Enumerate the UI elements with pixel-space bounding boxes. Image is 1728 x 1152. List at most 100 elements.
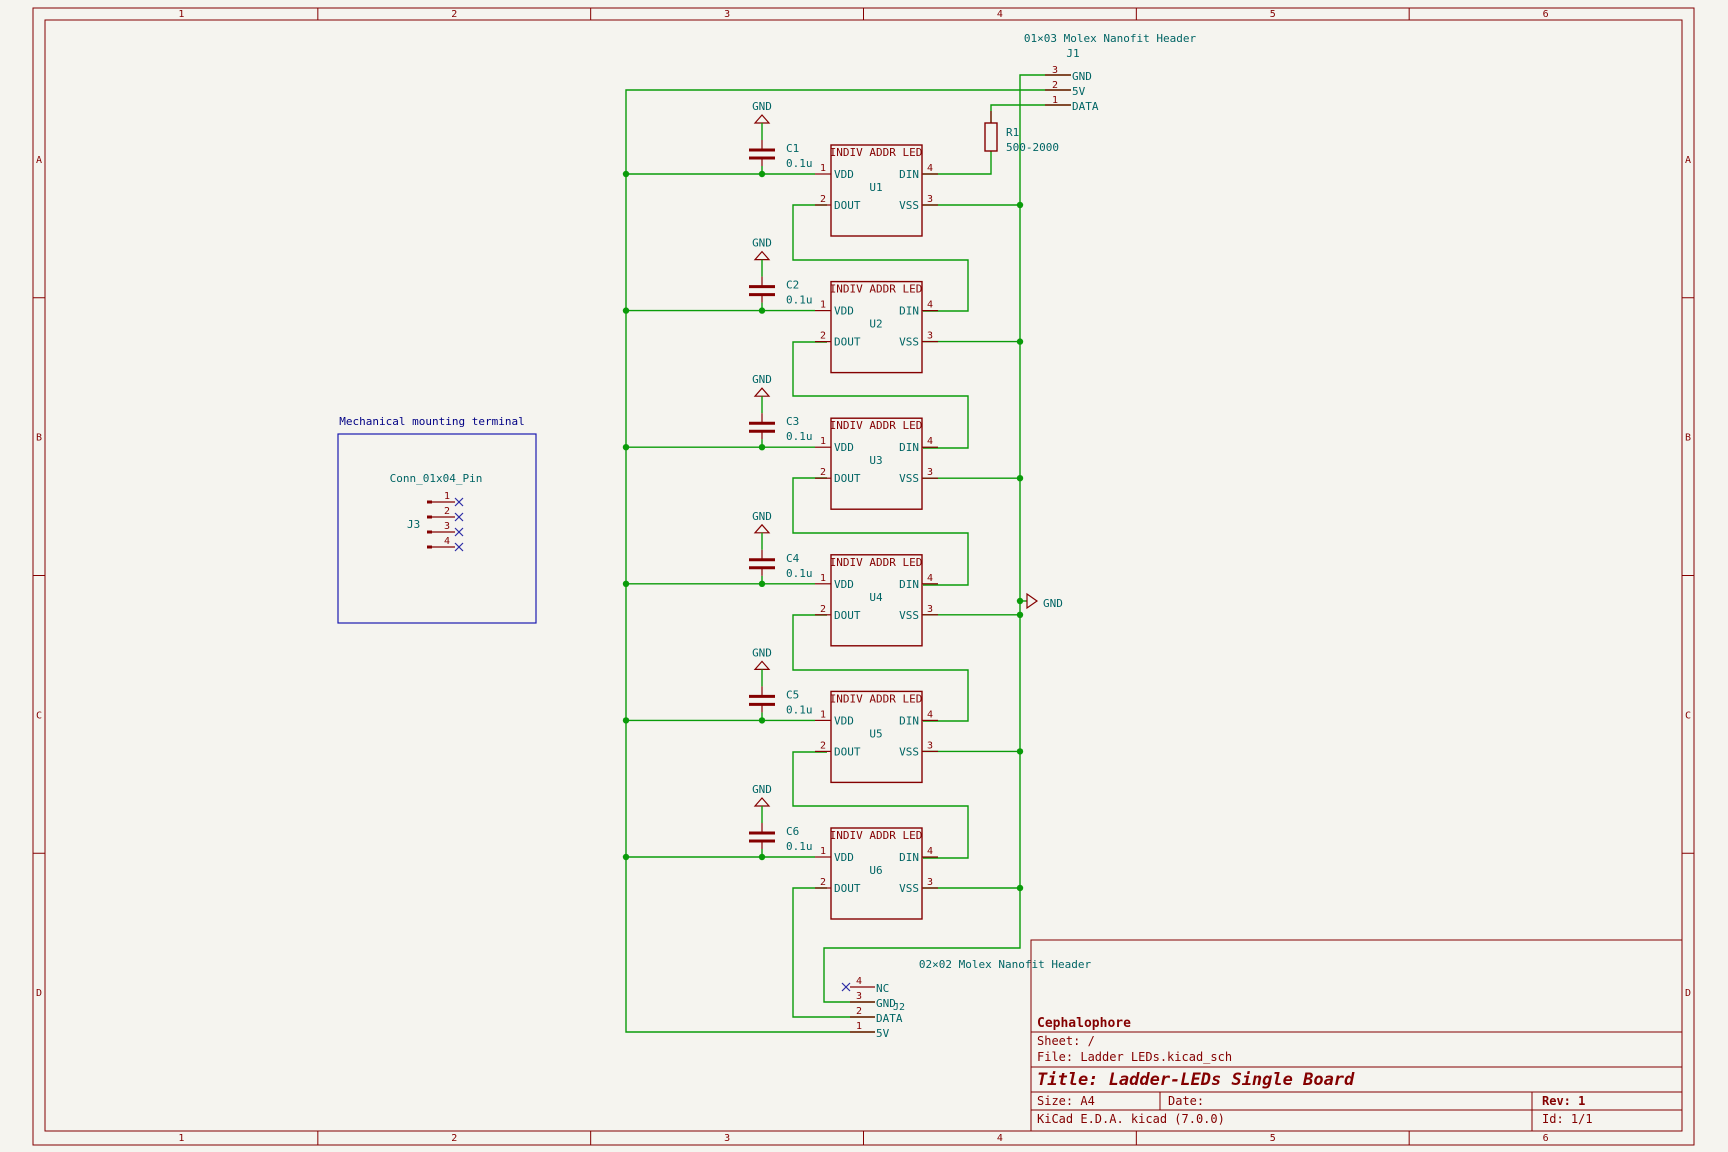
- junction-dot: [622, 170, 630, 178]
- led-title: INDIV ADDR LED: [830, 283, 923, 296]
- cap-value: 0.1u: [786, 294, 813, 307]
- j2-pin-name: GND: [876, 997, 896, 1010]
- r1-value: 500-2000: [1006, 141, 1059, 154]
- j1-ref: J1: [1066, 47, 1079, 60]
- company-name: Cephalophore: [1037, 1016, 1131, 1031]
- frame-row-label-left: A: [36, 155, 42, 166]
- pin-number: 2: [820, 467, 826, 478]
- j3-pin-number: 4: [444, 536, 450, 547]
- pin-number: 3: [927, 194, 933, 205]
- j3-pin-number: 1: [444, 491, 450, 502]
- gnd-label: GND: [752, 373, 772, 386]
- pin-number: 1: [820, 436, 826, 447]
- led-ref: U2: [869, 318, 882, 331]
- pin-number: 4: [927, 300, 933, 311]
- pin-number: 3: [927, 331, 933, 342]
- gnd-label: GND: [752, 646, 772, 659]
- j2-pin-number: 3: [856, 991, 862, 1002]
- capacitor-c3[interactable]: C30.1u: [749, 413, 813, 443]
- pin-name: DIN: [899, 714, 919, 727]
- junction-dot: [758, 170, 766, 178]
- pin-name: VDD: [834, 714, 854, 727]
- pin-name: DOUT: [834, 745, 861, 758]
- cap-value: 0.1u: [786, 157, 813, 170]
- pin-number: 3: [927, 604, 933, 615]
- led-ref: U6: [869, 864, 882, 877]
- pin-name: DOUT: [834, 609, 861, 622]
- junction-dot: [1016, 748, 1024, 755]
- capacitor-c1[interactable]: C10.1u: [749, 140, 813, 170]
- pin-name: VDD: [834, 168, 854, 181]
- pin-name: VSS: [899, 609, 919, 622]
- pin-number: 1: [820, 846, 826, 857]
- pin-number: 1: [820, 709, 826, 720]
- capacitor-c6[interactable]: C60.1u: [749, 823, 813, 853]
- gnd-flag[interactable]: GND: [1026, 592, 1063, 610]
- drawing-frame: [32, 7, 1695, 1146]
- sheet-label: Sheet: /: [1037, 1034, 1095, 1048]
- file-label: File: Ladder LEDs.kicad_sch: [1037, 1050, 1232, 1064]
- capacitor-c2[interactable]: C2 0.1u: [749, 276, 813, 307]
- j1-connector[interactable]: 01×03 Molex Nanofit Header J1 3 2 1 GND …: [1024, 32, 1197, 113]
- junction-dot: [1016, 201, 1024, 209]
- pin-number: 1: [820, 163, 826, 174]
- junction-dots: [622, 170, 1024, 892]
- pin-name: VDD: [834, 851, 854, 864]
- frame-column-label-bottom: 3: [724, 1133, 730, 1144]
- r1-ref: R1: [1006, 126, 1019, 139]
- capacitor-c4[interactable]: C40.1u: [749, 549, 813, 580]
- junction-dot: [622, 853, 630, 861]
- pin-name: DIN: [899, 578, 919, 591]
- pin-number: 1: [820, 300, 826, 311]
- j2-connector[interactable]: 02×02 Molex Nanofit Header J2 4NC3GND2DA…: [841, 958, 1091, 1040]
- frame-column-label-bottom: 1: [178, 1133, 184, 1144]
- gnd-power-symbol: GND: [752, 373, 772, 414]
- led-title: INDIV ADDR LED: [830, 419, 923, 432]
- pin-name: DIN: [899, 305, 919, 318]
- title-label: Title: Ladder-LEDs Single Board: [1037, 1070, 1355, 1090]
- j2-pin-name: 5V: [876, 1027, 890, 1040]
- j1-value: 01×03 Molex Nanofit Header: [1024, 32, 1197, 45]
- frame-row-label-left: C: [36, 710, 42, 721]
- cap-value: 0.1u: [786, 840, 813, 853]
- j3-pin-number: 3: [444, 521, 450, 532]
- cap-ref: C2: [786, 279, 799, 292]
- capacitor-c5[interactable]: C50.1u: [749, 686, 813, 716]
- mounting-terminal-group[interactable]: Mechanical mounting terminal Conn_01x04_…: [337, 415, 537, 624]
- pin-name: DOUT: [834, 882, 861, 895]
- j3-ref: J3: [407, 518, 420, 531]
- gnd-label: GND: [752, 237, 772, 250]
- pin-name: VSS: [899, 199, 919, 212]
- j1-pin-1-name: DATA: [1072, 100, 1099, 113]
- pin-number: 2: [820, 604, 826, 615]
- j2-pin-number: 1: [856, 1021, 862, 1032]
- pin-number: 1: [820, 573, 826, 584]
- pin-name: DOUT: [834, 472, 861, 485]
- pin-number: 2: [820, 194, 826, 205]
- junction-dot: [1016, 884, 1024, 892]
- junction-dot: [622, 307, 630, 314]
- r1-resistor[interactable]: R1 500-2000: [984, 111, 1059, 154]
- led-ref: U4: [869, 591, 883, 604]
- junction-dot: [758, 853, 766, 861]
- gnd-label: GND: [752, 510, 772, 523]
- pin-name: VSS: [899, 745, 919, 758]
- frame-column-label-top: 3: [724, 9, 730, 20]
- junction-dot: [758, 717, 766, 724]
- pin-name: VSS: [899, 472, 919, 485]
- cap-ref: C5: [786, 688, 799, 701]
- date-label: Date:: [1168, 1094, 1204, 1108]
